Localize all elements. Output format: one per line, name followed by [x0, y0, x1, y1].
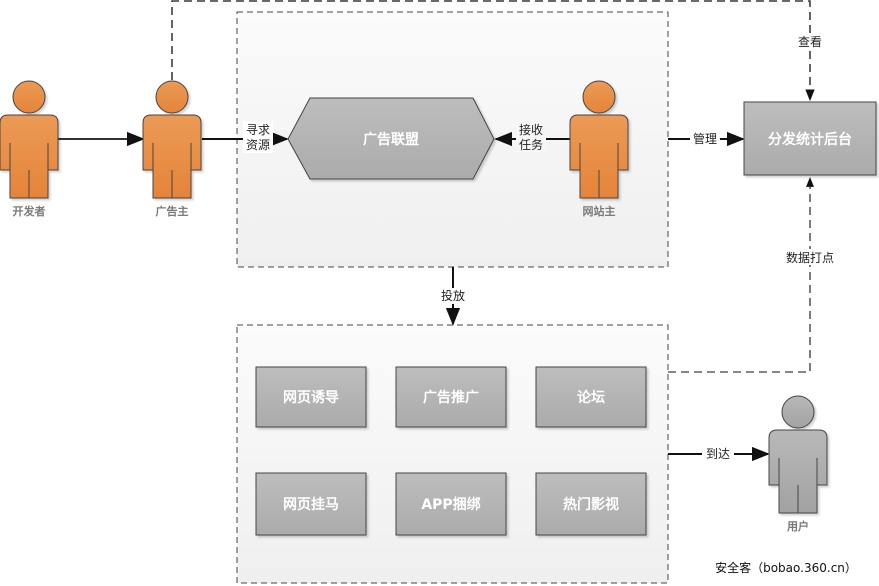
view-label-bg	[795, 34, 825, 50]
user-person-icon	[768, 395, 828, 514]
channel-label: 论坛	[577, 389, 605, 406]
developer-person-icon	[0, 80, 59, 199]
ad-alliance-node	[287, 97, 495, 180]
channel-box: APP捆绑	[395, 472, 507, 536]
channel-label: 热门影视	[563, 496, 619, 513]
reach-label: 到达	[706, 447, 730, 461]
manage-label: 管理	[693, 131, 717, 146]
channel-box: 网页诱导	[255, 366, 367, 428]
reach-label-bg	[702, 445, 734, 462]
receive-task-label-line2: 任务	[519, 137, 543, 152]
channel-box: 热门影视	[535, 472, 647, 536]
webmaster-label: 网站主	[583, 204, 616, 218]
deliver-label: 投放	[441, 288, 465, 303]
data-tracking-label: 数据打点	[786, 250, 834, 265]
stats-backend-node	[743, 101, 877, 176]
view-edge	[171, 0, 815, 102]
seek-resources-label-line1: 寻求	[246, 123, 270, 137]
channel-label: 广告推广	[423, 389, 479, 406]
receive-task-label-line1: 接收	[519, 122, 543, 137]
developer-label: 开发者	[13, 204, 46, 218]
advertiser-person-icon	[142, 80, 202, 199]
stats-backend-label: 分发统计后台	[768, 131, 852, 148]
advertiser-label: 广告主	[156, 204, 189, 218]
channel-box: 广告推广	[395, 366, 507, 428]
seek-resources-label-bg	[243, 121, 273, 153]
data-tracking-edge	[668, 177, 814, 373]
receive-task-label-bg	[516, 121, 546, 153]
user-label: 用户	[787, 519, 809, 533]
ad-alliance-label: 广告联盟	[363, 131, 419, 148]
channel-label: 网页挂马	[283, 496, 339, 513]
channel-box: 论坛	[535, 366, 647, 428]
channel-box: 网页挂马	[255, 472, 367, 536]
webmaster-person-icon	[569, 80, 629, 199]
deliver-label-bg	[437, 288, 469, 304]
distribution-channels-container	[236, 324, 669, 584]
seek-resources-label-line2: 资源	[246, 138, 270, 152]
channel-label: 网页诱导	[283, 389, 339, 406]
view-label: 查看	[798, 35, 822, 49]
watermark: 安全客（bobao.360.cn）	[715, 560, 857, 575]
manage-label-bg	[690, 130, 720, 147]
data-tracking-label-bg	[783, 249, 837, 265]
channel-label: APP捆绑	[421, 496, 480, 513]
